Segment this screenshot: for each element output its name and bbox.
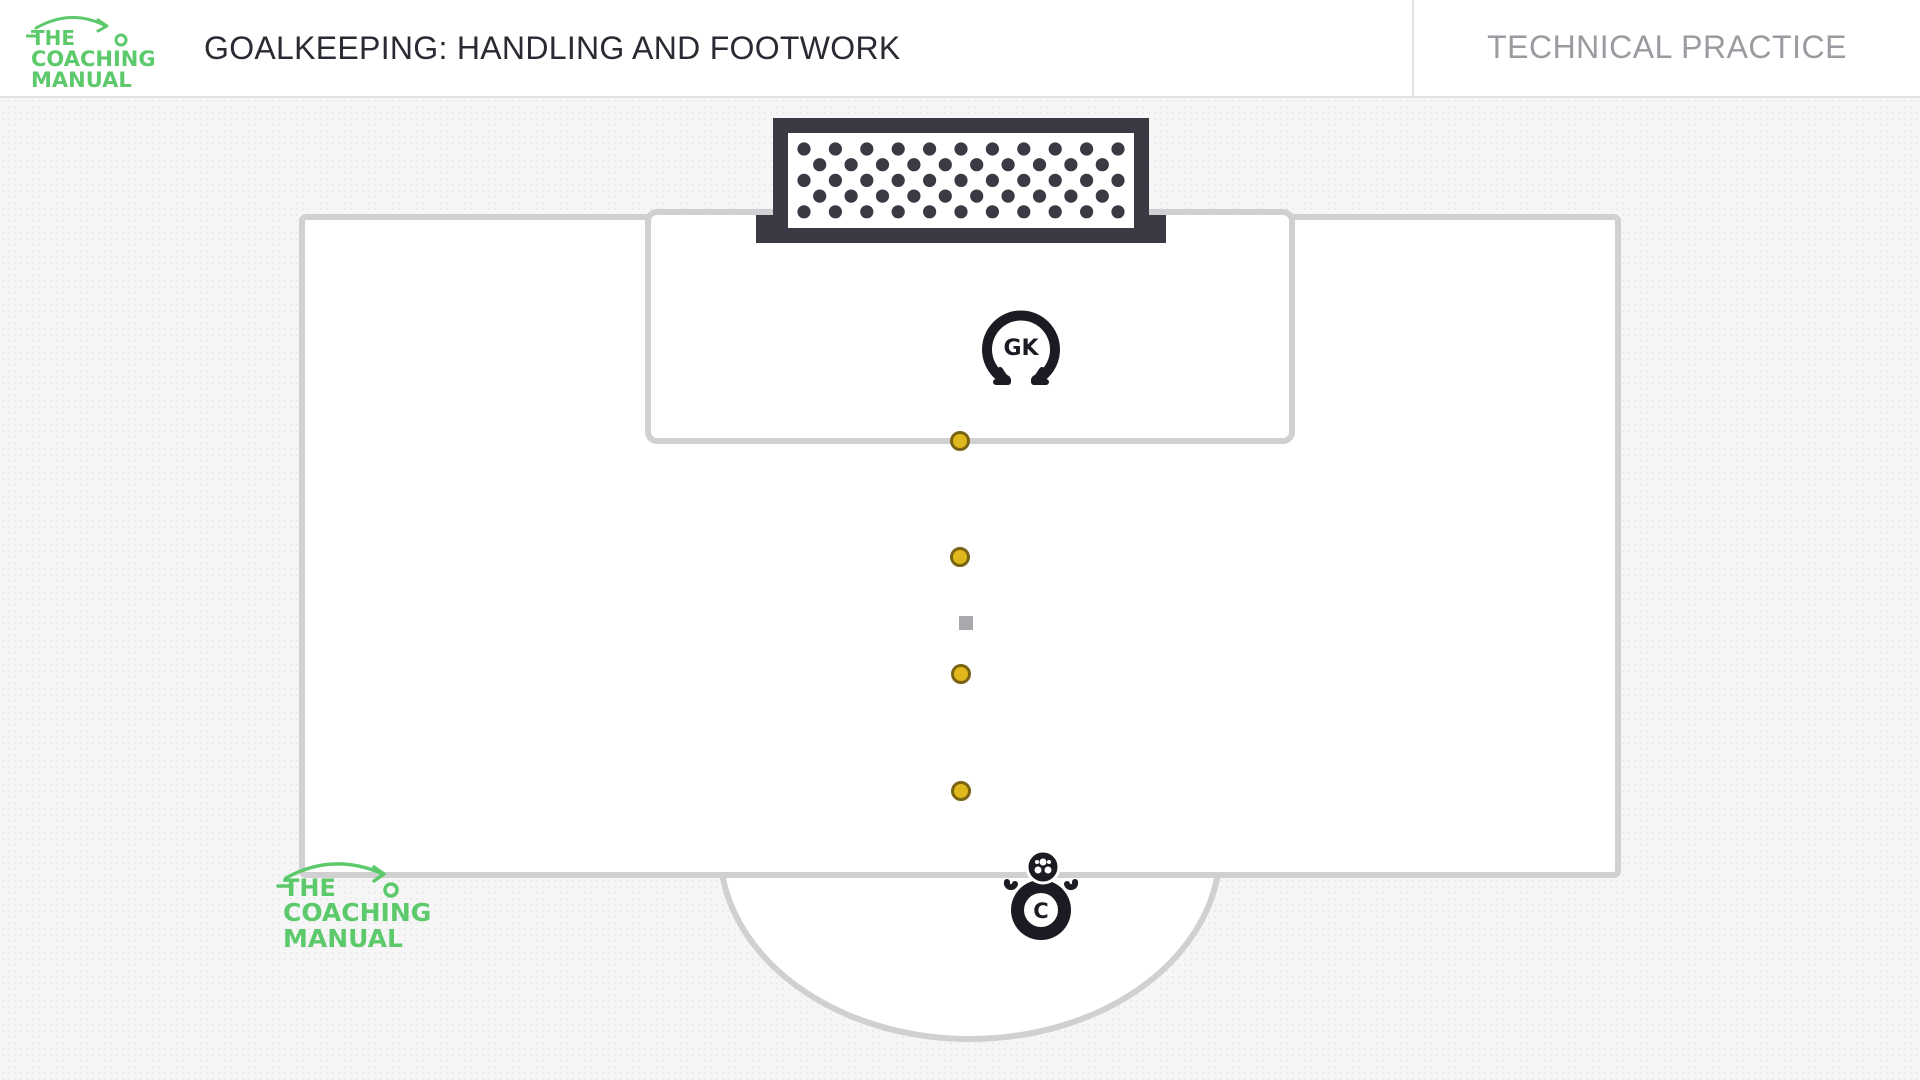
net-hole	[1095, 189, 1109, 203]
net-hole	[970, 189, 984, 203]
net-hole	[985, 205, 1000, 219]
net-hole	[875, 158, 890, 172]
net-hole	[1017, 142, 1031, 156]
net-hole	[1048, 173, 1062, 187]
net-hole	[860, 205, 874, 219]
coach-player[interactable]: C	[1003, 849, 1079, 940]
net-hole	[844, 189, 858, 203]
net-hole	[1080, 205, 1094, 219]
cone	[950, 431, 970, 451]
cone	[950, 547, 970, 567]
net-hole	[828, 142, 843, 156]
net-hole	[891, 205, 905, 219]
net-hole	[907, 189, 921, 203]
net-hole	[813, 189, 827, 203]
net-hole	[1080, 142, 1094, 156]
football-icon	[1025, 849, 1061, 885]
net-hole	[985, 142, 1000, 156]
net-hole	[923, 173, 937, 187]
net-hole	[938, 158, 952, 172]
header-bar: THE COACHING MANUAL GOALKEEPING: HANDLIN…	[0, 0, 1920, 98]
diagram-background: GK C	[0, 98, 1920, 1080]
net-hole	[954, 173, 968, 187]
net-hole	[1048, 205, 1062, 219]
net-hole	[1048, 142, 1062, 156]
net-hole	[1032, 158, 1047, 172]
net-hole	[1001, 158, 1015, 172]
cone	[951, 664, 971, 684]
goal-area	[645, 209, 1295, 444]
net-hole	[923, 142, 937, 156]
net-hole	[797, 205, 811, 219]
net-hole	[1017, 205, 1031, 219]
net-hole	[938, 189, 952, 203]
net-hole	[891, 142, 905, 156]
net-hole	[954, 205, 968, 219]
pitch-diagram: GK C	[276, 118, 1621, 1042]
net-holes	[797, 142, 1125, 219]
net-hole	[1032, 189, 1047, 203]
net-hole	[1111, 205, 1125, 219]
net-hole	[813, 158, 827, 172]
watermark-logo: THE COACHING MANUAL	[276, 862, 431, 953]
net-hole	[1064, 189, 1078, 203]
cone	[951, 781, 971, 801]
net-hole	[797, 173, 811, 187]
position-marker	[959, 616, 973, 630]
net-hole	[860, 142, 874, 156]
net-hole	[860, 173, 874, 187]
net-hole	[1064, 158, 1078, 172]
net-hole	[844, 158, 858, 172]
goalkeeper-label: GK	[1003, 336, 1039, 361]
net-hole	[828, 205, 843, 219]
watermark-line-3: MANUAL	[283, 924, 403, 953]
net-hole	[954, 142, 968, 156]
net-hole	[907, 158, 921, 172]
penalty-arc	[718, 870, 1222, 1042]
logo-line-3: MANUAL	[31, 68, 132, 90]
coach-label: C	[1033, 899, 1048, 923]
goalkeeper-player[interactable]: GK	[982, 310, 1060, 385]
net-hole	[1080, 173, 1094, 187]
logo-line-2: COACHING	[31, 47, 156, 71]
net-hole	[1111, 173, 1125, 187]
net-hole	[923, 205, 937, 219]
net-hole	[1095, 158, 1109, 172]
net-hole	[797, 142, 811, 156]
logo-line-1: THE	[31, 26, 75, 50]
net-hole	[828, 173, 843, 187]
practice-category: TECHNICAL PRACTICE	[1487, 29, 1847, 65]
net-hole	[1017, 173, 1031, 187]
net-hole	[891, 173, 905, 187]
net-hole	[875, 189, 890, 203]
watermark-line-1: THE	[283, 874, 336, 902]
net-hole	[1001, 189, 1015, 203]
page-title: GOALKEEPING: HANDLING AND FOOTWORK	[204, 30, 901, 66]
net-hole	[970, 158, 984, 172]
watermark-line-2: COACHING	[283, 898, 431, 927]
coaching-manual-logo: THE COACHING MANUAL	[26, 16, 156, 90]
header-divider	[1412, 0, 1414, 96]
goal	[756, 118, 1166, 243]
net-hole	[985, 173, 1000, 187]
net-hole	[1111, 142, 1125, 156]
